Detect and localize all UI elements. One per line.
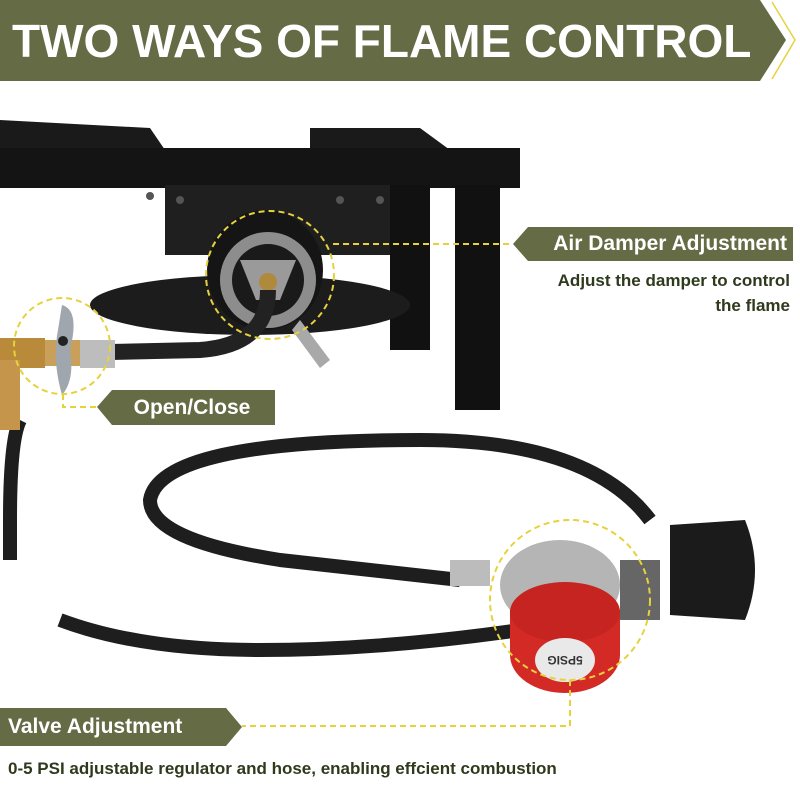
air-damper-desc-line1: Adjust the damper to control bbox=[557, 271, 790, 290]
air-banner-shape bbox=[513, 227, 793, 261]
air-damper-label: Air Damper Adjustment bbox=[513, 227, 793, 261]
regulator: 5PSIG bbox=[450, 520, 755, 693]
open-close-label-text: Open/Close bbox=[133, 395, 251, 419]
callout-lines bbox=[13, 210, 651, 727]
title-banner-accent bbox=[771, 1, 796, 80]
open-banner-shape bbox=[97, 390, 275, 425]
air-damper-desc-line2: the flame bbox=[715, 296, 790, 315]
title-banner-shape bbox=[0, 0, 786, 81]
regulator-marking: 5PSIG bbox=[547, 653, 582, 667]
shutoff-valve bbox=[0, 305, 115, 430]
valve-adjustment-label: Valve Adjustment bbox=[0, 708, 230, 746]
air-damper-description: Adjust the damper to control the flame bbox=[490, 268, 790, 318]
valve-description: 0-5 PSI adjustable regulator and hose, e… bbox=[8, 759, 557, 778]
title-text: TWO WAYS OF FLAME CONTROL bbox=[12, 14, 752, 67]
valve-adjustment-label-text: Valve Adjustment bbox=[8, 715, 183, 738]
air-damper bbox=[220, 232, 330, 368]
open-close-label: Open/Close bbox=[97, 390, 275, 425]
page-title: TWO WAYS OF FLAME CONTROL bbox=[0, 0, 760, 81]
valve-banner-shape bbox=[0, 708, 242, 746]
air-damper-label-text: Air Damper Adjustment bbox=[553, 232, 787, 255]
